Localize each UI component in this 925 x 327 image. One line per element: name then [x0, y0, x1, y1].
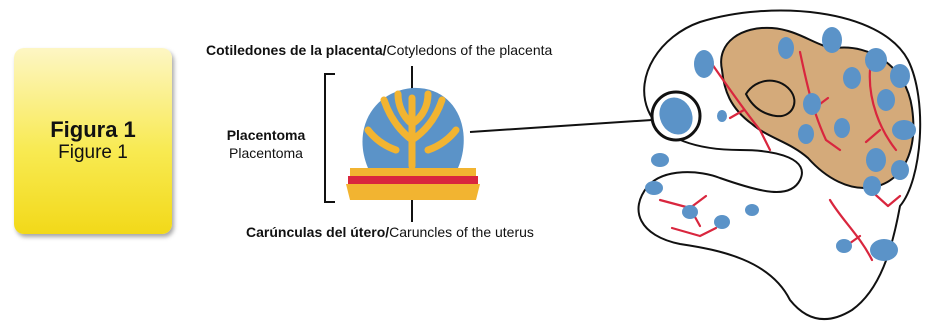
uterine-caruncle — [346, 184, 480, 200]
placentome-section — [346, 88, 480, 200]
zoom-connector — [470, 120, 652, 132]
placentoma-bracket — [325, 74, 335, 202]
uterus-illustration — [638, 11, 920, 320]
caruncle-vessel-layer — [348, 176, 478, 184]
placenta-base-layer — [350, 168, 476, 176]
